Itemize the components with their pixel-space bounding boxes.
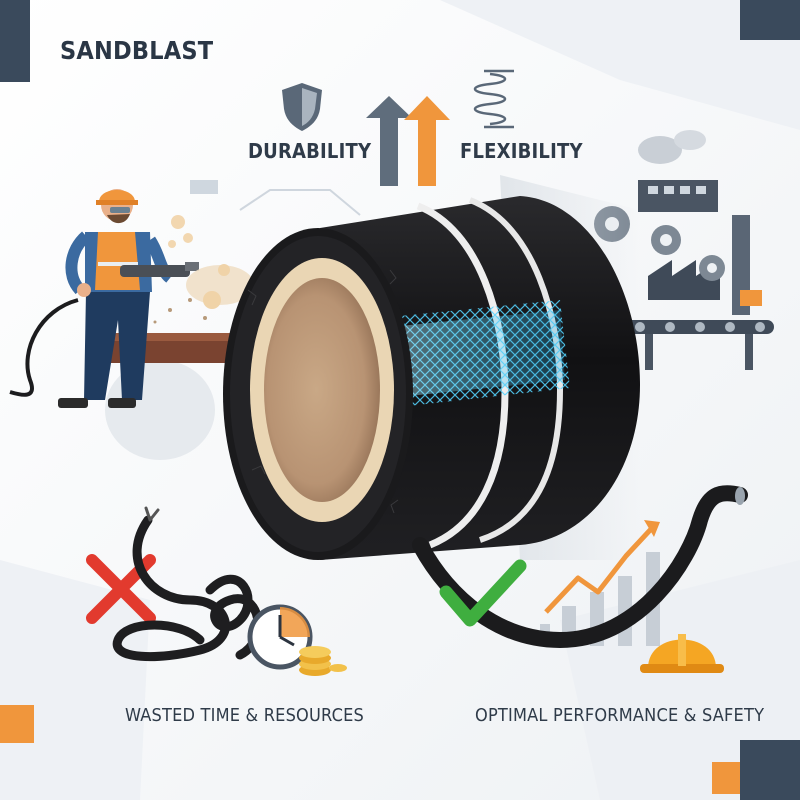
caption-optimal-performance: OPTIMAL PERFORMANCE & SAFETY (475, 705, 765, 726)
corner-block-top-left (0, 0, 30, 82)
hose-cross-section (223, 196, 640, 560)
benefit-label-flexibility: FLEXIBILITY (460, 139, 583, 163)
shield-icon (282, 83, 322, 131)
corner-block-bottom-left (0, 705, 34, 743)
corner-block-bottom-right-dark (740, 740, 800, 800)
check-icon (439, 559, 527, 627)
corner-block-top-right (740, 0, 800, 40)
spring-icon (473, 69, 514, 129)
benefit-label-durability: DURABILITY (248, 139, 372, 163)
clock-icon (247, 604, 313, 670)
page-title: SANDBLAST (60, 36, 214, 65)
sand-spray (153, 215, 254, 324)
up-arrows-icon (366, 96, 450, 186)
coins-icon (299, 646, 347, 676)
worker-illustration (9, 189, 294, 408)
corner-block-bottom-right-orange (712, 762, 740, 794)
factory-icon (624, 130, 774, 370)
flexible-hose-illustration (412, 485, 748, 649)
hard-hat-icon (640, 634, 724, 673)
caption-wasted-resources: WASTED TIME & RESOURCES (125, 705, 365, 726)
